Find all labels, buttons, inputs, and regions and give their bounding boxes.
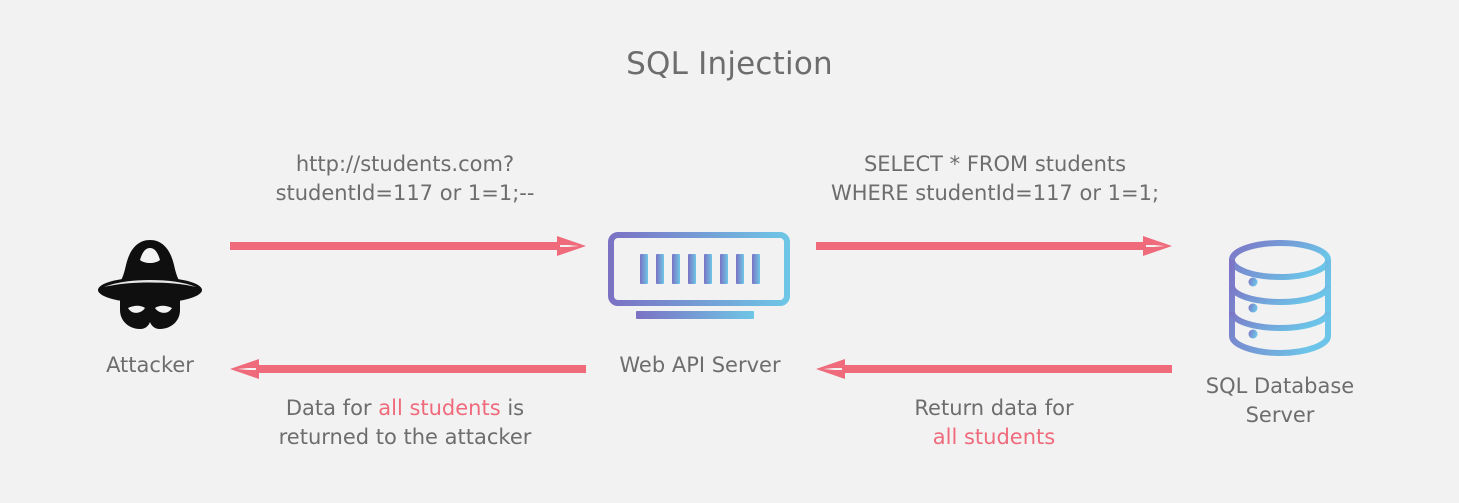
arrow-attacker-to-server (230, 236, 586, 256)
page-title: SQL Injection (626, 46, 833, 82)
request-server-to-db-line1: SELECT * FROM students (863, 152, 1127, 176)
sql-database-label-line1: SQL Database (1205, 374, 1355, 398)
arrow-db-to-server (816, 359, 1172, 379)
request-attacker-to-server-line1: http://students.com? (295, 152, 515, 176)
arrow-server-to-db (816, 236, 1172, 256)
attacker-hat-mask-icon (96, 234, 204, 334)
web-api-server-label: Web API Server (619, 353, 781, 377)
response-db-to-server-line2-highlight: all students (932, 425, 1056, 449)
response-server-to-attacker-text: Data for all students is returned to the … (235, 394, 575, 452)
response-server-to-attacker-line1-post: is (500, 396, 525, 420)
request-attacker-to-server-line2: studentId=117 or 1=1;-- (275, 181, 535, 205)
response-server-to-attacker-line2: returned to the attacker (278, 425, 532, 449)
response-db-to-server-line1: Return data for (914, 396, 1074, 420)
web-api-server-icon (608, 232, 790, 322)
request-server-to-db-line2: WHERE studentId=117 or 1=1; (830, 181, 1160, 205)
attacker-label: Attacker (106, 353, 194, 377)
response-server-to-attacker-line1-pre: Data for (285, 396, 379, 420)
request-attacker-to-server-text: http://students.com? studentId=117 or 1=1… (235, 150, 575, 208)
sql-database-icon (1228, 239, 1332, 357)
sql-database-label-line2: Server (1245, 403, 1315, 427)
arrow-server-to-attacker (230, 359, 586, 379)
response-db-to-server-text: Return data for all students (874, 394, 1114, 452)
response-server-to-attacker-line1-highlight: all students (378, 396, 501, 420)
